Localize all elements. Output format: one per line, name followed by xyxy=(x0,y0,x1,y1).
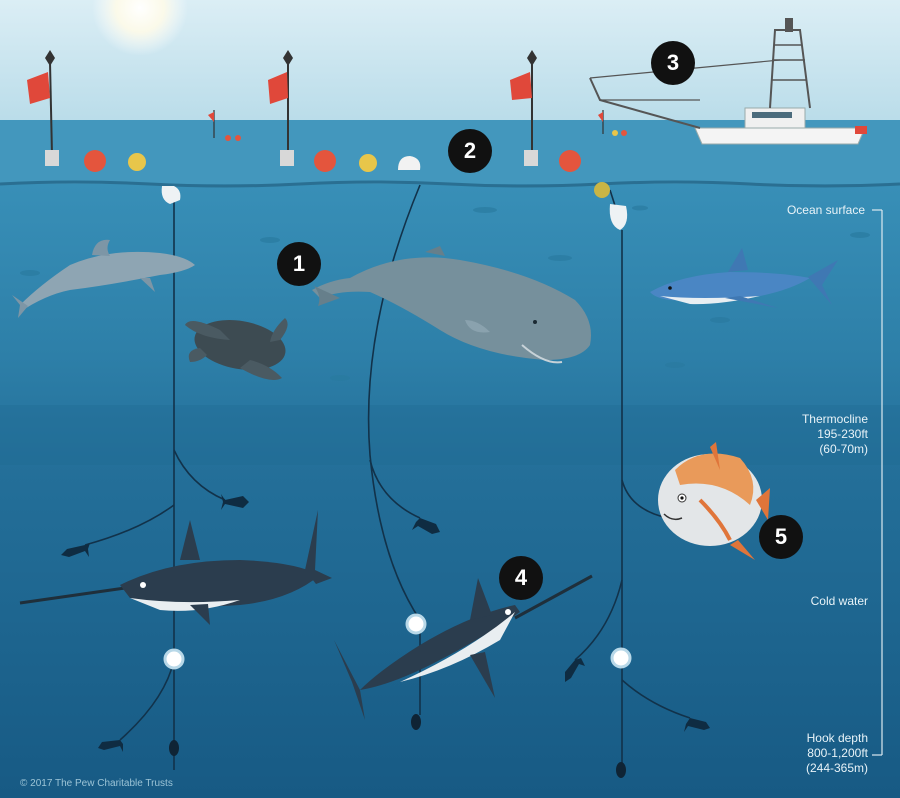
squid-bait xyxy=(61,494,710,752)
dolphin xyxy=(12,239,195,318)
opah-fish xyxy=(658,442,770,560)
surface-line xyxy=(0,180,900,188)
sperm-whale xyxy=(312,246,591,364)
cold-water-label: Cold water xyxy=(810,594,868,608)
thermocline-label: Thermocline 195-230ft (60-70m) xyxy=(802,412,868,457)
background-fish xyxy=(20,205,870,381)
buoy-flag xyxy=(268,50,294,166)
sun xyxy=(92,0,188,56)
fishing-boat xyxy=(589,18,867,145)
weights xyxy=(169,714,626,778)
hooked-swordfish xyxy=(334,574,593,720)
blue-shark xyxy=(650,248,838,308)
hook-depth-title: Hook depth xyxy=(806,731,868,745)
float-buoys xyxy=(84,150,581,172)
copyright: © 2017 The Pew Charitable Trusts xyxy=(20,778,173,789)
thermocline-depth-m: (60-70m) xyxy=(819,442,868,456)
depth-scale xyxy=(872,209,883,756)
ocean-water xyxy=(0,120,900,798)
ocean-surface-label: Ocean surface xyxy=(786,203,865,217)
distant-buoy xyxy=(208,110,627,141)
callout-3: 3 xyxy=(651,41,695,85)
thermocline-depth-ft: 195-230ft xyxy=(817,427,868,441)
swordfish xyxy=(19,510,332,625)
line-floats xyxy=(161,182,628,230)
hook-depth-m: (244-365m) xyxy=(805,761,868,775)
hook-depth-ft: 800-1,200ft xyxy=(807,746,868,760)
callout-5: 5 xyxy=(759,515,803,559)
light-sticks xyxy=(163,613,632,670)
callout-4: 4 xyxy=(499,556,543,600)
hook-depth-label: Hook depth 800-1,200ft (244-365m) xyxy=(806,731,868,776)
buoy-flag xyxy=(510,50,538,166)
thermocline-band xyxy=(0,405,900,465)
thermocline-title: Thermocline xyxy=(801,412,868,426)
buoy-flag xyxy=(27,50,59,166)
callout-1: 1 xyxy=(277,242,321,286)
callout-2: 2 xyxy=(448,129,492,173)
leatherback-turtle xyxy=(185,318,288,381)
